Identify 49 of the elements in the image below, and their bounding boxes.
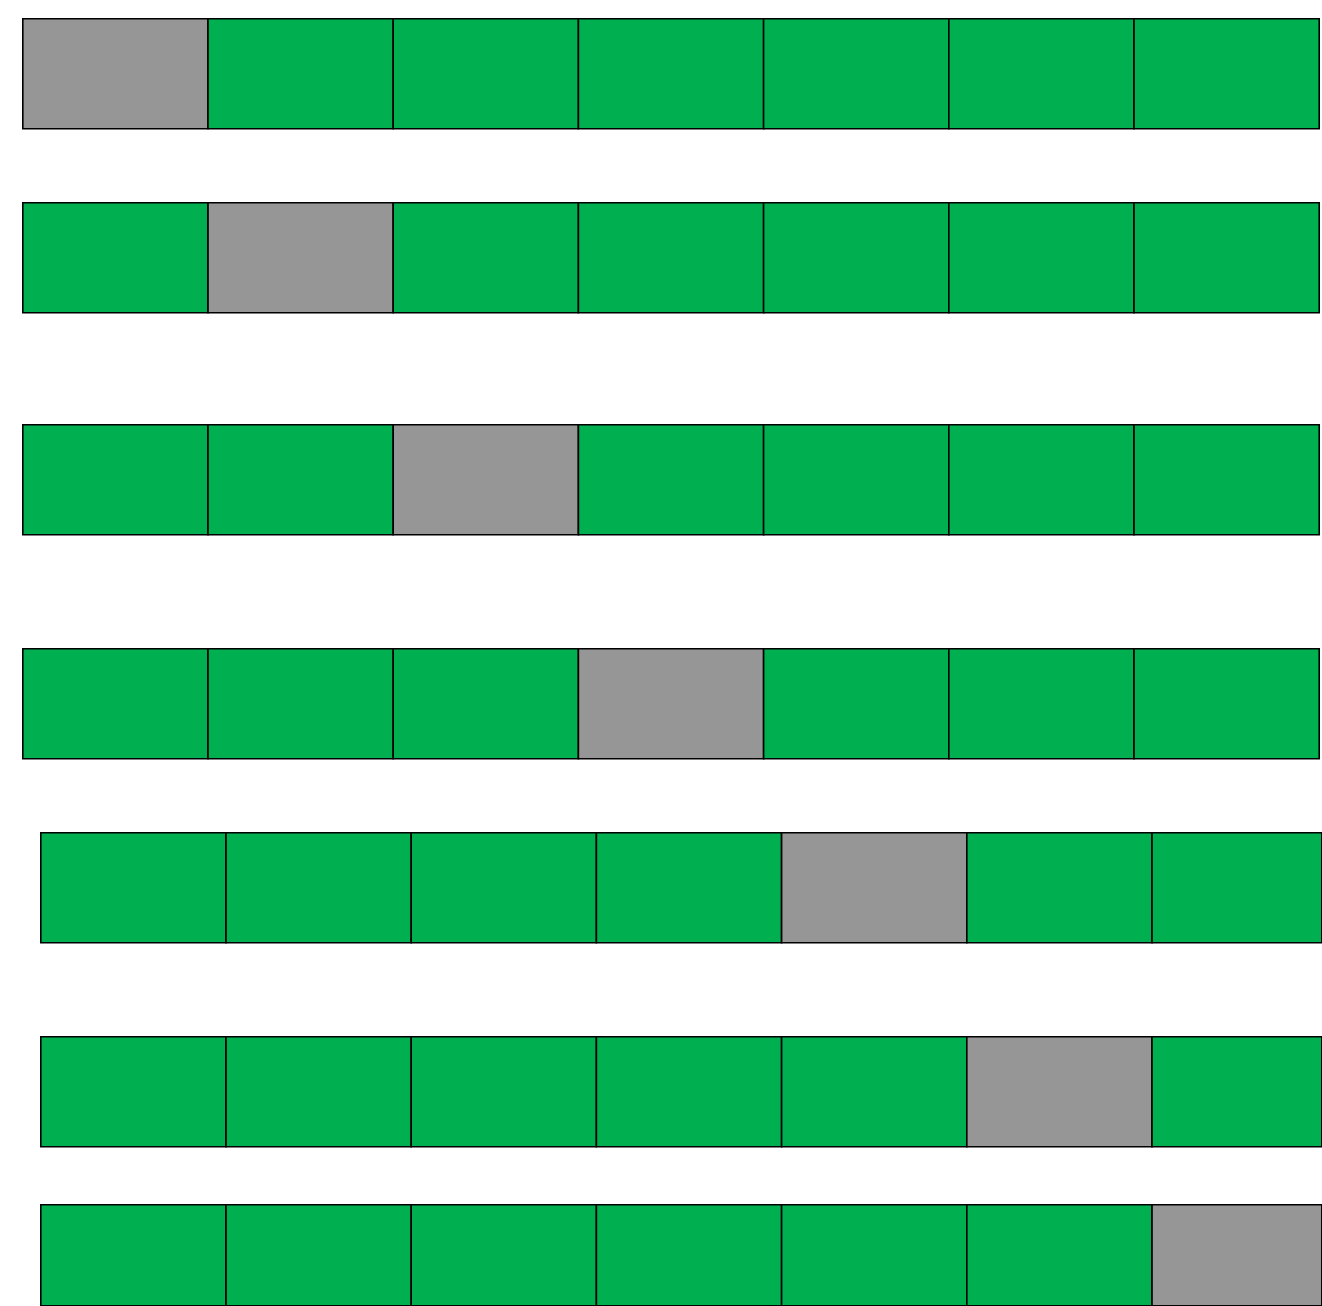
square-tile xyxy=(762,648,950,760)
square-tile xyxy=(577,424,765,536)
square-tile xyxy=(410,1204,598,1306)
square-tile xyxy=(1133,202,1320,314)
square-tile xyxy=(392,18,580,130)
square-tile xyxy=(966,832,1153,944)
square-tile xyxy=(948,202,1135,314)
square-tile xyxy=(948,18,1135,130)
square-tile xyxy=(780,832,968,944)
square-tile xyxy=(207,424,394,536)
square-tile xyxy=(595,832,783,944)
square-tile xyxy=(225,1036,412,1148)
square-tile xyxy=(225,832,412,944)
square-tile xyxy=(577,648,765,760)
square-tile xyxy=(22,424,209,536)
square-tile xyxy=(40,832,227,944)
square-tile xyxy=(207,18,394,130)
square-tile xyxy=(1133,18,1320,130)
square-tile xyxy=(392,202,580,314)
square-tile xyxy=(577,18,765,130)
square-tile xyxy=(762,202,950,314)
square-tile xyxy=(577,202,765,314)
square-tile xyxy=(207,202,394,314)
square-tile xyxy=(1151,1036,1322,1148)
square-tile xyxy=(762,18,950,130)
square-tile xyxy=(1133,648,1320,760)
square-tile xyxy=(1133,424,1320,536)
square-tile xyxy=(595,1204,783,1306)
square-tile xyxy=(40,1036,227,1148)
square-tile xyxy=(762,424,950,536)
square-tile xyxy=(966,1036,1153,1148)
square-tile xyxy=(207,648,394,760)
square-tile xyxy=(410,1036,598,1148)
square-tile xyxy=(22,202,209,314)
square-tile xyxy=(225,1204,412,1306)
square-tile xyxy=(780,1036,968,1148)
square-tile xyxy=(410,832,598,944)
square-tile xyxy=(948,424,1135,536)
square-tile xyxy=(1151,832,1322,944)
square-tile xyxy=(1151,1204,1322,1306)
square-tile xyxy=(392,424,580,536)
square-tile xyxy=(948,648,1135,760)
square-tile xyxy=(22,18,209,130)
square-tile xyxy=(780,1204,968,1306)
square-tile xyxy=(40,1204,227,1306)
square-tile xyxy=(22,648,209,760)
square-tile xyxy=(595,1036,783,1148)
square-tile xyxy=(392,648,580,760)
square-tile xyxy=(966,1204,1153,1306)
